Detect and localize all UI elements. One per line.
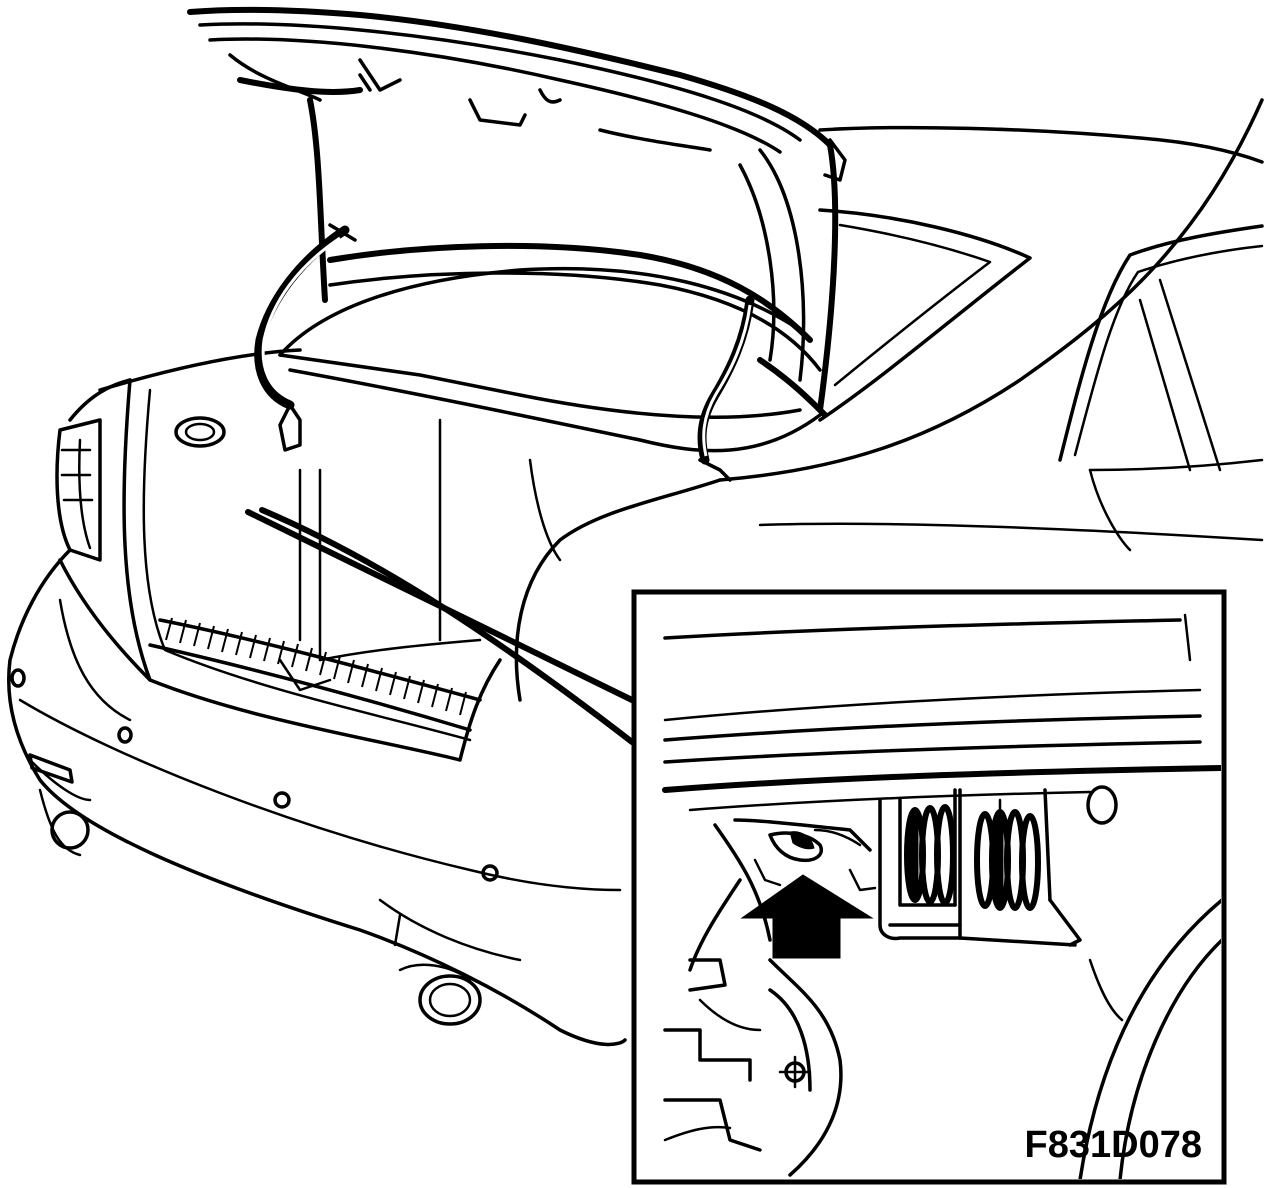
trunk-light-hole xyxy=(174,416,226,448)
release-clip xyxy=(733,818,877,892)
parking-sensor xyxy=(10,668,26,688)
tail-light xyxy=(55,418,102,562)
torsion-spring xyxy=(878,788,1082,947)
figure-code: F831D078 xyxy=(1024,1124,1202,1166)
trunk-hinge-right xyxy=(697,295,755,482)
parking-sensor xyxy=(481,864,499,882)
car-body xyxy=(7,6,1264,1047)
detail-inset xyxy=(631,589,1227,1185)
parking-sensor xyxy=(117,726,133,744)
exhaust-pipe xyxy=(50,810,482,1026)
trunk-sill-hatching xyxy=(148,617,482,732)
mounting-hole xyxy=(1086,785,1118,825)
parking-sensor xyxy=(273,791,291,809)
solid-up-arrow-icon xyxy=(740,874,874,959)
trunk-lid xyxy=(187,6,847,453)
trunk-hinge-left xyxy=(254,223,357,452)
